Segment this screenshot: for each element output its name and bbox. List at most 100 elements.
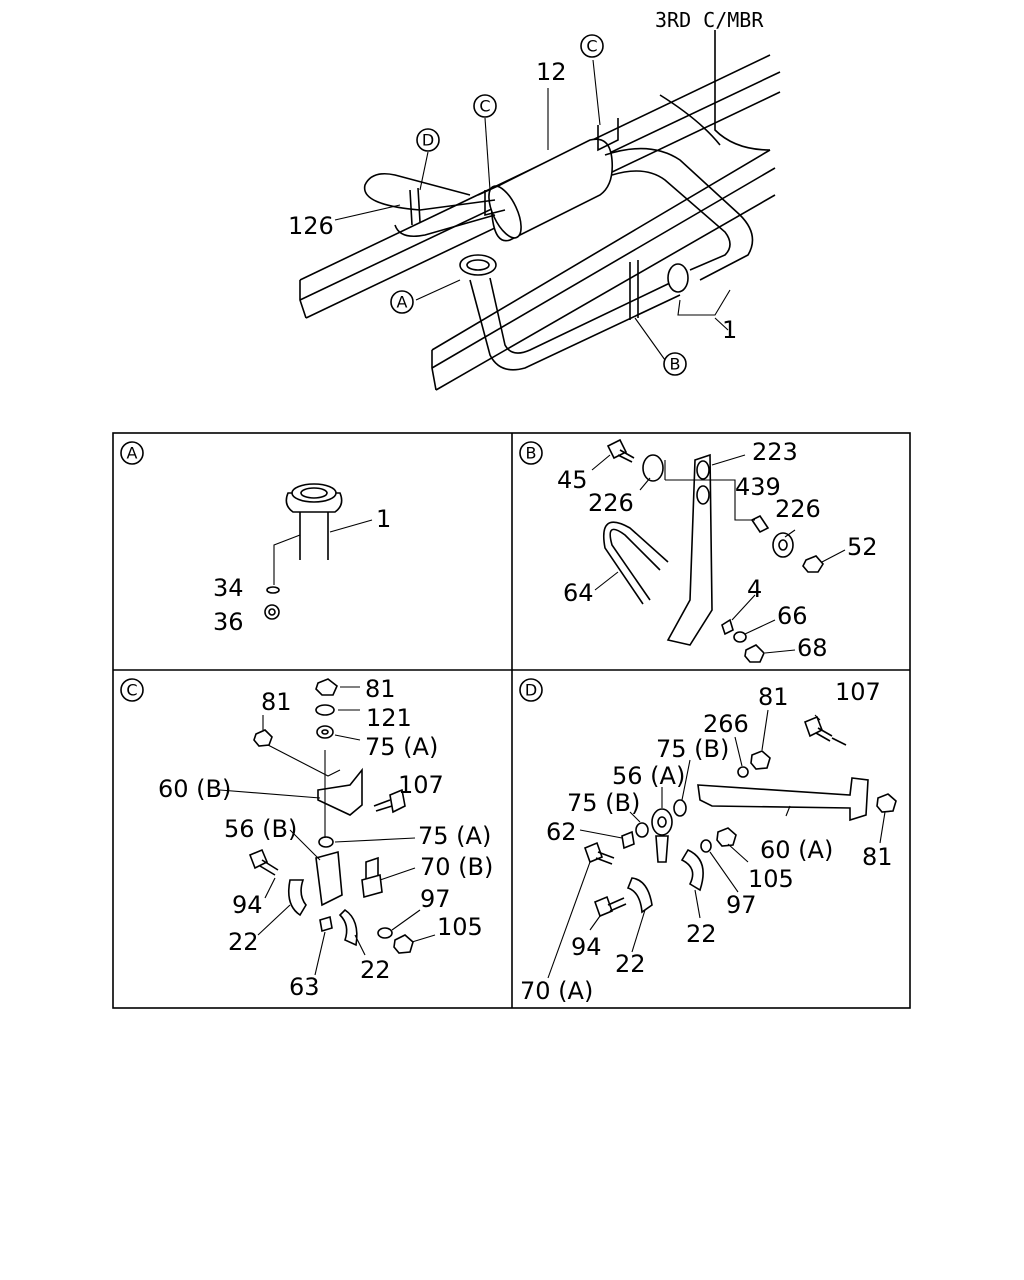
- label-d-266: 266: [703, 710, 749, 738]
- label-d-22-left: 22: [615, 950, 646, 978]
- washer-121: [315, 704, 335, 716]
- bracket-arm: [655, 835, 669, 863]
- label-c-94: 94: [232, 891, 263, 919]
- svg-text:C: C: [126, 681, 137, 700]
- label-d-97: 97: [726, 891, 757, 919]
- callout-b: B: [663, 352, 687, 376]
- bolt-94-c: [248, 848, 279, 876]
- label-b-439: 439: [735, 473, 781, 501]
- third-crossmember: [659, 30, 771, 151]
- bolt-70b: [361, 856, 383, 899]
- label-c-56b: 56 (B): [224, 815, 297, 843]
- washer-75b-right: [673, 799, 687, 817]
- nut-81-d-right: [876, 793, 897, 813]
- clamp-c-1: [477, 184, 506, 217]
- washer-75a-top: [316, 725, 334, 739]
- nut-52: [802, 555, 824, 573]
- detail-b-leaders: [591, 454, 846, 654]
- tail-pipe: [604, 147, 754, 281]
- label-d-107: 107: [835, 678, 881, 706]
- label-d-105: 105: [748, 865, 794, 893]
- nut-105-c: [393, 934, 414, 954]
- lower-pipe-assembly: [459, 254, 681, 371]
- lower-frame-rail: [431, 149, 776, 391]
- hanger-223: [666, 453, 713, 646]
- detail-grid: [112, 432, 911, 1009]
- label-b-45: 45: [557, 466, 588, 494]
- detail-c-callout: C: [120, 678, 144, 702]
- overview-leaders: [334, 59, 731, 361]
- washer-4: [721, 618, 734, 636]
- label-d-22-right: 22: [686, 920, 717, 948]
- crossmember-label: 3RD C/MBR: [655, 8, 764, 32]
- bolt-94-d: [593, 895, 627, 918]
- rubber-56a: [651, 808, 673, 836]
- label-d-94: 94: [571, 933, 602, 961]
- bracket-60a: [697, 777, 869, 822]
- nut-81-left: [253, 729, 273, 747]
- washer-75a: [318, 836, 334, 848]
- nut-81-d-top: [750, 750, 771, 770]
- collar-439: [750, 514, 770, 534]
- clamp-22-d-left: [626, 877, 653, 914]
- lock-washer-66: [733, 631, 747, 643]
- detail-b-callout: B: [519, 441, 543, 465]
- bolt-107-d: [803, 715, 847, 746]
- svg-text:A: A: [397, 293, 408, 312]
- label-d-62: 62: [546, 818, 577, 846]
- callout-a: A: [390, 290, 414, 314]
- collar-62: [621, 830, 635, 850]
- detail-b-panel: B: [519, 438, 878, 663]
- label-a-36: 36: [213, 608, 244, 636]
- muffler-label: 12: [536, 58, 567, 86]
- flange-pipe: [273, 483, 343, 585]
- label-a-1: 1: [376, 505, 391, 533]
- svg-text:D: D: [422, 131, 434, 150]
- overview-illustration: 3RD C/MBR 12 126 1 C C D A B: [288, 8, 781, 391]
- svg-text:B: B: [526, 444, 537, 463]
- label-b-226-left: 226: [588, 489, 634, 517]
- svg-text:C: C: [586, 37, 597, 56]
- detail-d-callout: D: [519, 678, 543, 702]
- svg-text:C: C: [479, 97, 490, 116]
- label-d-75b: 75 (B): [567, 789, 640, 817]
- washer-75b-left: [635, 822, 649, 838]
- svg-text:A: A: [127, 444, 138, 463]
- label-d-70a: 70 (A): [520, 977, 593, 1005]
- label-c-63: 63: [289, 973, 320, 1001]
- label-d-60a: 60 (A): [760, 836, 833, 864]
- clamp-22-d-right: [680, 848, 704, 892]
- clamp-22-c-right: [338, 908, 358, 947]
- nut-36: [264, 604, 280, 620]
- washer-266: [737, 766, 749, 778]
- bracket-d: [409, 187, 421, 226]
- clamp-22-c-left: [287, 879, 307, 917]
- bracket-60b: [317, 767, 363, 816]
- svg-text:D: D: [525, 681, 537, 700]
- detail-c-panel: C: [120, 675, 493, 1001]
- detail-d-panel: D: [519, 678, 897, 1005]
- label-b-4: 4: [747, 575, 762, 603]
- callout-c-1: C: [580, 34, 604, 58]
- label-c-75a-top: 75 (A): [365, 733, 438, 761]
- label-d-75b-top: 75 (B): [656, 735, 729, 763]
- rubber-56b: [315, 850, 343, 907]
- label-c-22-right: 22: [360, 956, 391, 984]
- callout-c-2: C: [473, 94, 497, 118]
- label-d-81-top: 81: [758, 683, 789, 711]
- nut-68: [744, 644, 765, 663]
- label-c-60b: 60 (B): [158, 775, 231, 803]
- detail-d-leaders: [547, 709, 886, 979]
- washer-97-c: [377, 927, 393, 939]
- label-d-56a: 56 (A): [612, 762, 685, 790]
- detail-c-leaders: [219, 686, 436, 976]
- label-c-81-top: 81: [365, 675, 396, 703]
- svg-text:B: B: [670, 355, 681, 374]
- label-c-70b: 70 (B): [420, 853, 493, 881]
- label-b-68: 68: [797, 634, 828, 662]
- label-c-75a: 75 (A): [418, 822, 491, 850]
- label-d-81-right: 81: [862, 843, 893, 871]
- pipe-end-clamp: [667, 263, 689, 293]
- detail-a-panel: A 1 34 36: [120, 441, 391, 636]
- label-c-105: 105: [437, 913, 483, 941]
